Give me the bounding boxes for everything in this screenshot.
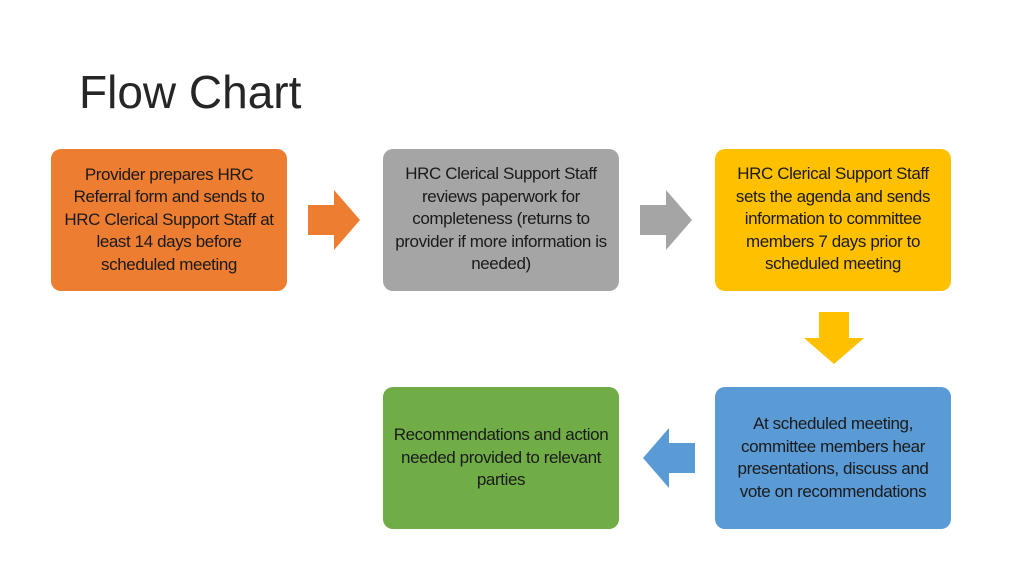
flow-step-provider-referral: Provider prepares HRC Referral form and … bbox=[51, 149, 287, 291]
arrow-shape bbox=[308, 190, 360, 250]
flow-step-committee-meeting: At scheduled meeting, committee members … bbox=[715, 387, 951, 529]
flow-step-text: HRC Clerical Support Staff sets the agen… bbox=[735, 164, 931, 273]
arrow-shape bbox=[804, 312, 864, 364]
flow-step-staff-review: HRC Clerical Support Staff reviews paper… bbox=[383, 149, 619, 291]
arrow-shape bbox=[643, 428, 695, 488]
down-arrow-icon bbox=[804, 312, 864, 364]
flow-step-text: At scheduled meeting, committee members … bbox=[737, 414, 929, 501]
flow-step-text: HRC Clerical Support Staff reviews paper… bbox=[395, 164, 607, 273]
flow-step-recommendations: Recommendations and action needed provid… bbox=[383, 387, 619, 529]
flow-step-text: Recommendations and action needed provid… bbox=[393, 425, 609, 490]
left-arrow-icon bbox=[643, 428, 695, 488]
right-arrow-icon bbox=[640, 190, 692, 250]
right-arrow-icon bbox=[308, 190, 360, 250]
page-title: Flow Chart bbox=[79, 66, 302, 118]
arrow-shape bbox=[640, 190, 692, 250]
flow-step-text: Provider prepares HRC Referral form and … bbox=[64, 164, 274, 274]
flow-step-set-agenda: HRC Clerical Support Staff sets the agen… bbox=[715, 149, 951, 291]
